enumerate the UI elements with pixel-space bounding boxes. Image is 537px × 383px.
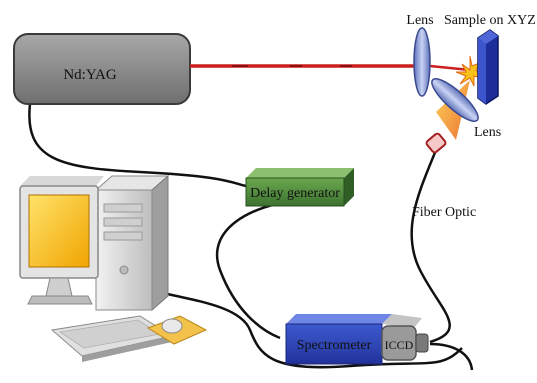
cables xyxy=(28,103,474,371)
laser-label: Nd:YAG xyxy=(63,67,117,83)
monitor-screen xyxy=(28,194,90,268)
focusing-lens xyxy=(413,27,431,97)
collecting-lens xyxy=(431,78,479,122)
delay-generator: Delay generator xyxy=(245,168,354,207)
lens-bottom-label: Lens xyxy=(474,125,501,140)
cable-computer-iccd xyxy=(149,288,463,369)
fiber-coupler xyxy=(425,132,447,154)
delay-label: Delay generator xyxy=(250,186,340,201)
fiber-optic-cable xyxy=(410,149,451,344)
cable-delay-spectrometer xyxy=(215,198,301,340)
computer-icon xyxy=(19,174,208,362)
spectrometer: Spectrometer xyxy=(285,314,392,365)
spectrometer-label: Spectrometer xyxy=(297,338,372,353)
fiber-label: Fiber Optic xyxy=(412,205,476,220)
laser-unit: Nd:YAG xyxy=(13,33,191,105)
lens-top-label: Lens xyxy=(406,13,433,28)
iccd-label: ICCD xyxy=(385,338,414,352)
laser-beam xyxy=(190,64,471,72)
cable-iccd-loop xyxy=(429,342,474,371)
cable-laser-delay xyxy=(28,103,247,188)
plasma-spark-icon xyxy=(455,55,484,87)
sample-on-xyz-stage xyxy=(477,29,499,105)
iccd-camera: ICCD xyxy=(381,314,429,361)
sample-label: Sample on XYZ xyxy=(444,13,536,28)
